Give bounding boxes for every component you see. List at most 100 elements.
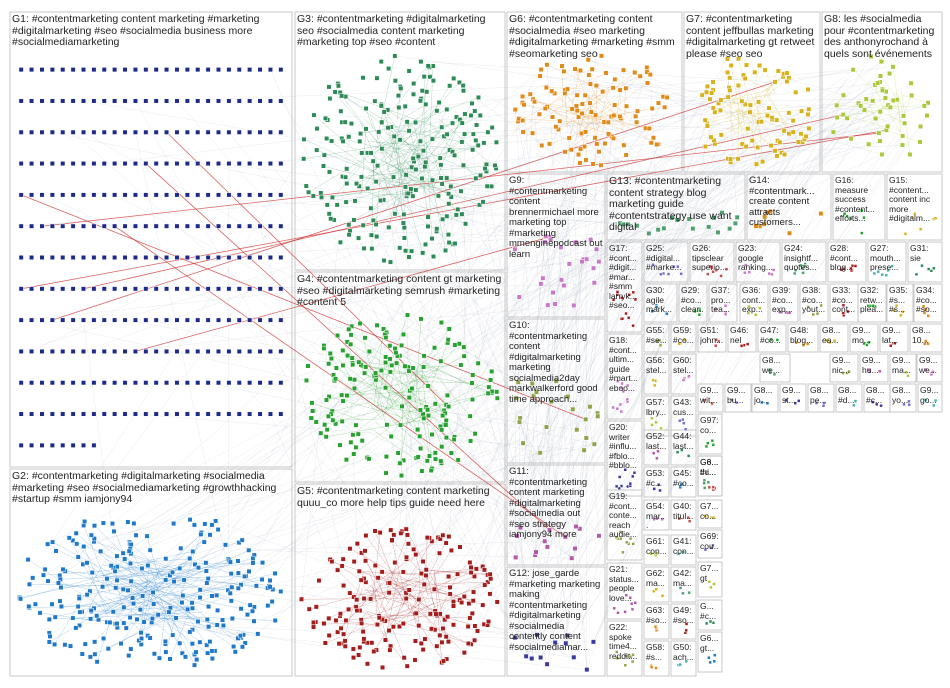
node[interactable]: [328, 216, 334, 222]
node[interactable]: [654, 420, 658, 425]
node[interactable]: [520, 117, 526, 123]
node[interactable]: [677, 516, 681, 521]
node[interactable]: [475, 94, 481, 100]
node[interactable]: [907, 151, 913, 157]
node[interactable]: [397, 137, 403, 143]
node[interactable]: [421, 581, 427, 587]
node[interactable]: [249, 608, 255, 614]
node[interactable]: [798, 131, 804, 137]
node[interactable]: [772, 148, 778, 154]
node[interactable]: [39, 255, 45, 260]
node[interactable]: [874, 402, 879, 407]
node[interactable]: [77, 609, 83, 615]
node[interactable]: [802, 264, 807, 268]
node[interactable]: [747, 109, 753, 115]
node[interactable]: [569, 106, 575, 112]
node[interactable]: [91, 442, 97, 448]
node[interactable]: [660, 594, 665, 598]
node[interactable]: [863, 96, 869, 102]
node[interactable]: [849, 216, 853, 221]
node[interactable]: [335, 333, 341, 339]
node[interactable]: [406, 68, 412, 74]
node[interactable]: [101, 223, 107, 229]
node[interactable]: [457, 544, 463, 550]
node[interactable]: [174, 286, 180, 292]
node[interactable]: [892, 308, 896, 313]
node[interactable]: [313, 419, 319, 425]
node[interactable]: [516, 419, 522, 425]
node[interactable]: [765, 113, 771, 119]
node[interactable]: [762, 67, 768, 73]
node[interactable]: [588, 237, 594, 243]
node[interactable]: [216, 411, 221, 417]
node[interactable]: [586, 72, 592, 78]
node[interactable]: [60, 442, 66, 448]
node[interactable]: [368, 232, 374, 238]
node[interactable]: [184, 161, 190, 167]
node[interactable]: [323, 397, 329, 403]
node[interactable]: [381, 109, 387, 115]
node[interactable]: [255, 631, 261, 637]
node[interactable]: [468, 438, 474, 444]
node[interactable]: [918, 227, 923, 231]
node[interactable]: [174, 255, 180, 260]
node[interactable]: [323, 434, 329, 440]
node[interactable]: [387, 343, 393, 349]
node[interactable]: [389, 362, 395, 368]
node[interactable]: [386, 628, 392, 634]
node[interactable]: [747, 304, 751, 309]
node[interactable]: [768, 143, 774, 149]
node[interactable]: [429, 538, 435, 544]
node[interactable]: [819, 303, 823, 308]
node[interactable]: [409, 386, 415, 392]
node[interactable]: [684, 622, 689, 626]
node[interactable]: [359, 438, 365, 444]
node[interactable]: [397, 623, 403, 629]
node[interactable]: [547, 141, 553, 147]
node[interactable]: [602, 141, 608, 147]
node[interactable]: [411, 546, 417, 552]
node[interactable]: [629, 602, 634, 606]
node[interactable]: [617, 114, 623, 120]
node[interactable]: [767, 271, 771, 276]
node[interactable]: [29, 380, 35, 386]
node[interactable]: [455, 571, 461, 577]
node[interactable]: [482, 166, 488, 172]
node[interactable]: [267, 380, 273, 386]
node[interactable]: [434, 226, 440, 232]
node[interactable]: [429, 236, 435, 242]
node[interactable]: [690, 226, 696, 232]
node[interactable]: [794, 340, 799, 345]
node[interactable]: [758, 119, 764, 125]
node[interactable]: [878, 369, 882, 373]
node[interactable]: [174, 223, 180, 229]
node[interactable]: [868, 53, 874, 59]
node[interactable]: [427, 74, 433, 80]
node[interactable]: [310, 408, 316, 414]
node[interactable]: [616, 379, 620, 384]
node[interactable]: [401, 225, 407, 231]
node[interactable]: [443, 422, 449, 428]
node[interactable]: [708, 264, 712, 269]
node[interactable]: [417, 433, 423, 439]
node[interactable]: [545, 302, 551, 308]
node[interactable]: [677, 341, 682, 346]
node[interactable]: [443, 634, 449, 640]
node[interactable]: [595, 413, 601, 419]
node[interactable]: [445, 614, 451, 620]
node[interactable]: [372, 562, 378, 568]
node[interactable]: [171, 579, 177, 585]
node[interactable]: [144, 533, 150, 539]
node[interactable]: [239, 537, 245, 543]
node[interactable]: [76, 595, 82, 601]
node[interactable]: [899, 142, 905, 148]
node[interactable]: [488, 377, 494, 383]
node[interactable]: [637, 73, 643, 79]
node[interactable]: [25, 557, 31, 563]
node[interactable]: [465, 640, 471, 646]
node[interactable]: [132, 348, 138, 354]
node[interactable]: [486, 619, 492, 625]
node[interactable]: [612, 102, 618, 108]
node[interactable]: [446, 326, 452, 332]
node[interactable]: [437, 550, 443, 556]
